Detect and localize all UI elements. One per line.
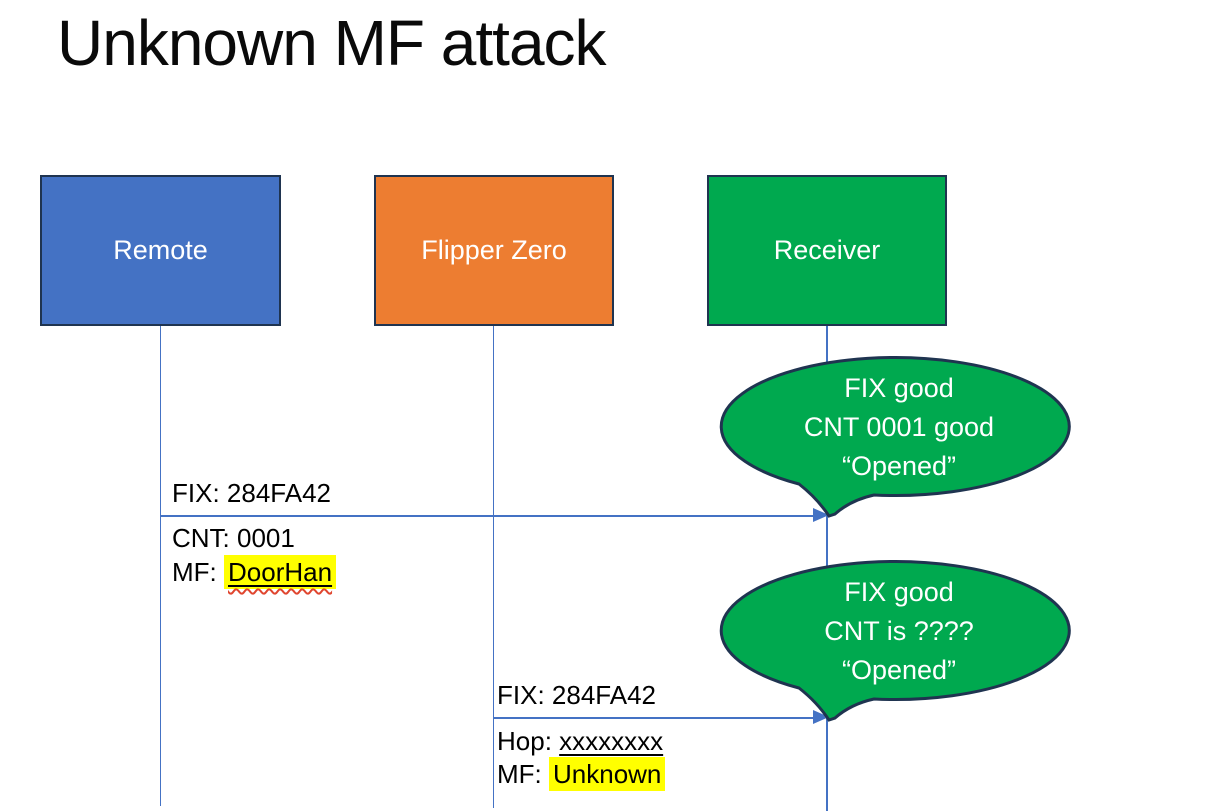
message-arrow-flipper-to-receiver xyxy=(493,717,816,719)
message1-label-cnt: CNT: 0001 xyxy=(172,523,295,553)
actor-label-remote: Remote xyxy=(113,235,208,265)
message1-label-mf: MF: DoorHan xyxy=(172,555,337,589)
message1-mf-prefix: MF: xyxy=(172,557,224,587)
message2-label-fix: FIX: 284FA42 xyxy=(497,680,656,710)
callout2-line2: CNT is ???? xyxy=(824,616,974,646)
page-title: Unknown MF attack xyxy=(57,7,607,79)
actor-box-flipper-zero: Flipper Zero xyxy=(374,175,614,326)
callout-receiver-1: FIX good CNT 0001 good “Opened” xyxy=(713,348,1085,525)
lifeline-remote xyxy=(159,326,161,806)
callout1-line1: FIX good xyxy=(844,373,954,403)
message2-hop-value: xxxxxxxx xyxy=(559,726,664,756)
actor-label-flipper-zero: Flipper Zero xyxy=(421,235,567,265)
actor-label-receiver: Receiver xyxy=(773,235,881,265)
callout2-line3: “Opened” xyxy=(841,655,957,685)
speech-bubble-shape xyxy=(719,560,1071,722)
message1-mf-value: DoorHan xyxy=(228,557,333,587)
message2-label-mf: MF: Unknown xyxy=(497,757,666,791)
message2-label-hop: Hop: xxxxxxxx xyxy=(497,726,663,756)
message2-mf-prefix: MF: xyxy=(497,759,549,789)
message2-mf-value: Unknown xyxy=(553,759,662,789)
speech-bubble-icon xyxy=(719,356,1071,518)
message2-mf-highlight: Unknown xyxy=(549,757,666,791)
callout2-line1: FIX good xyxy=(844,577,954,607)
callout1-line3: “Opened” xyxy=(841,451,957,481)
message-arrow-remote-to-receiver xyxy=(160,515,816,517)
speech-bubble-icon xyxy=(719,560,1071,722)
speech-bubble-shape xyxy=(719,356,1071,518)
lifeline-flipper-zero xyxy=(492,326,494,808)
actor-box-receiver: Receiver xyxy=(707,175,947,326)
message2-hop-prefix: Hop: xyxy=(497,726,560,756)
message1-mf-highlight: DoorHan xyxy=(224,555,337,589)
actor-box-remote: Remote xyxy=(40,175,281,326)
message1-label-fix: FIX: 284FA42 xyxy=(172,478,331,508)
callout1-line2: CNT 0001 good xyxy=(803,412,995,442)
callout-receiver-2: FIX good CNT is ???? “Opened” xyxy=(713,552,1085,729)
